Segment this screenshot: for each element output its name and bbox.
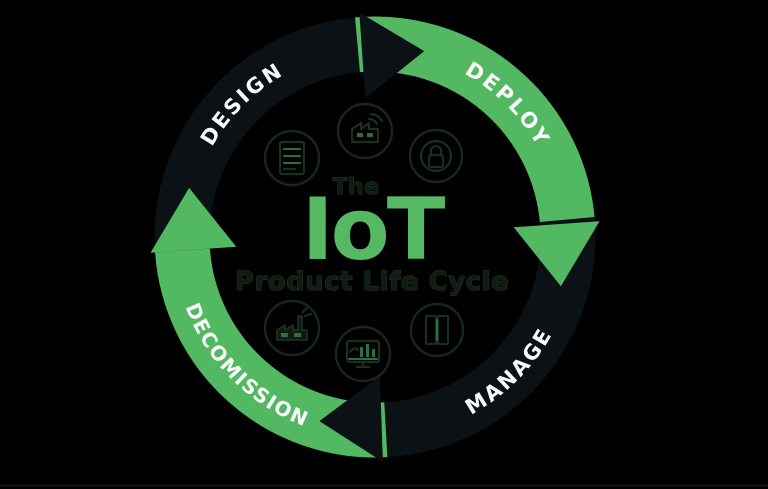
center-title: The IoT Product Life Cycle [235,175,509,298]
server-racks-icon [409,302,465,358]
smart-factory-icon [336,102,394,160]
decomission-arrowhead [150,187,237,253]
cycle-ring [150,12,600,462]
factory-icon [263,299,321,357]
deploy-arrowhead [513,221,600,287]
stage-icons [263,102,465,383]
canvas-edge [0,484,768,487]
spec-document-icon [263,129,321,187]
design-arrowhead [359,12,425,99]
monitoring-dashboard-icon [334,325,392,383]
title-acronym: IoT [302,180,446,280]
title-prefix: The [332,175,379,200]
title-subtitle: Product Life Cycle [235,267,509,297]
security-lock-icon [408,128,464,184]
manage-arrowhead [319,375,383,462]
